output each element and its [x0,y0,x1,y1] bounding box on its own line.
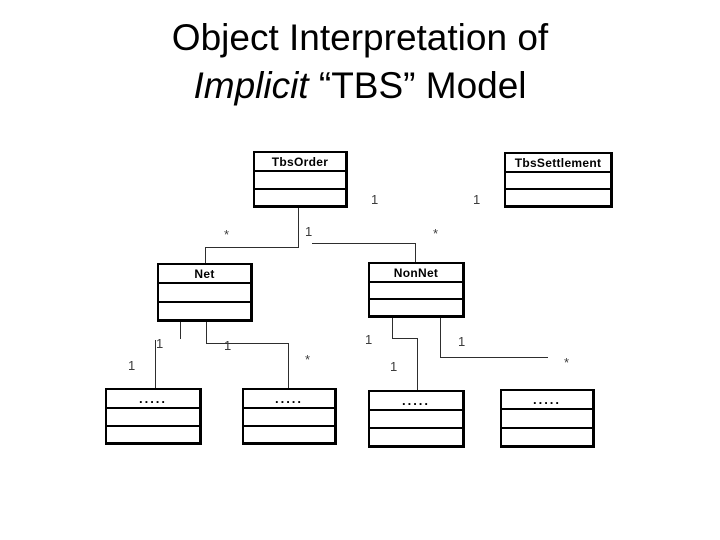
multiplicity-label-above-ellipsis4: * [564,355,570,370]
multiplicity-label-net-to-ellipsis2: 1 [224,338,232,353]
class-box-nonnet: NonNet [368,262,465,318]
slide-title-line2: Implicit “TBS” Model [0,62,720,110]
class-box-net: Net [157,263,253,322]
operations-compartment [244,424,334,443]
association-line-to-ellipsis3-drop [417,338,418,390]
operations-compartment [107,424,199,443]
association-line-to-net-horizontal [205,247,299,248]
attributes-compartment [502,410,592,427]
class-name-tbsorder: TbsOrder [255,153,345,172]
slide-title-line2-rest: “TBS” Model [308,65,527,106]
association-line-to-nonnet-drop [415,243,416,262]
association-line-to-ellipsis1-drop [155,340,156,388]
association-line-nonnet-right-stem [440,318,441,357]
slide-title-line1: Object Interpretation of [171,17,549,58]
class-box-tbssettlement: TbsSettlement [504,152,613,208]
association-line-to-net-drop [205,247,206,263]
association-line-to-ellipsis2-horizontal [206,343,289,344]
multiplicity-label-tbssettlement: 1 [473,192,481,207]
class-name-ellipsis: ..... [244,390,334,409]
association-line-tbsorder-stem [298,208,299,248]
class-name-ellipsis: ..... [370,392,462,411]
class-name-ellipsis: ..... [502,391,592,410]
class-name-ellipsis: ..... [107,390,199,409]
operations-compartment [159,300,250,320]
multiplicity-label-above-net: * [224,227,230,242]
class-name-net: Net [159,265,250,284]
multiplicity-label-above-nonnet: * [433,226,439,241]
class-box-ellipsis-4: ..... [500,389,595,448]
operations-compartment [502,426,592,446]
attributes-compartment [370,283,462,298]
class-box-ellipsis-3: ..... [368,390,465,448]
slide-title: Object Interpretation of Implicit “TBS” … [0,14,720,110]
association-line-to-ellipsis2-drop [288,343,289,388]
attributes-compartment [255,172,345,188]
association-line-net-stem [206,322,207,343]
class-name-tbssettlement: TbsSettlement [506,154,610,173]
multiplicity-label-nonnet-to-ellipsis3: 1 [390,359,398,374]
class-box-tbsorder: TbsOrder [253,151,348,208]
slide-title-line2-italic: Implicit [193,65,309,106]
class-box-ellipsis-1: ..... [105,388,202,445]
multiplicity-label-net-to-ellipsis1-upper: 1 [156,336,164,351]
attributes-compartment [506,173,610,188]
association-line-to-ellipsis3-jog [392,338,418,339]
association-line-net-stub [180,322,181,339]
multiplicity-label-nonnet-right: 1 [458,334,466,349]
attributes-compartment [107,409,199,425]
class-name-nonnet: NonNet [370,264,462,283]
operations-compartment [506,188,610,205]
operations-compartment [370,427,462,445]
association-line-to-nonnet-horizontal [312,243,415,244]
association-line-nonnet-stem [392,318,393,338]
attributes-compartment [244,409,334,425]
multiplicity-label-center-stem: 1 [305,224,313,239]
multiplicity-label-tbsorder: 1 [371,192,379,207]
operations-compartment [255,187,345,206]
attributes-compartment [370,411,462,427]
attributes-compartment [159,284,250,301]
multiplicity-label-above-ellipsis2: * [305,352,311,367]
association-line-nonnet-right-horizontal [440,357,548,358]
operations-compartment [370,298,462,315]
class-box-ellipsis-2: ..... [242,388,337,445]
multiplicity-label-net-to-ellipsis1-lower: 1 [128,358,136,373]
multiplicity-label-nonnet-left: 1 [365,332,373,347]
